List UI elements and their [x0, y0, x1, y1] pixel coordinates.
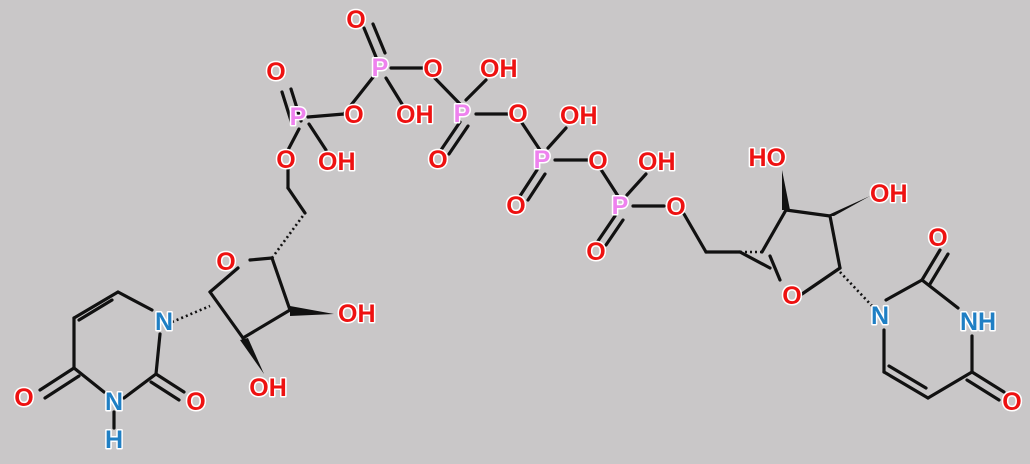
atom-right-n1: N: [871, 302, 889, 330]
bond-p3-o-double-b: [447, 124, 470, 156]
bond-p1-o-ester: [286, 127, 301, 152]
wedge-c3-oh-right: [782, 170, 790, 210]
bond-ring-o-c1: [208, 266, 240, 294]
bond-p4-o-double: [518, 168, 539, 198]
bond-p1-o-double-b: [289, 87, 303, 123]
atom-left-n1: N: [155, 308, 173, 336]
bond-c2-n1: [154, 332, 162, 376]
bond-c4-ring-o: [248, 256, 274, 262]
bond-c3-c4-right: [760, 208, 788, 254]
atom-oh-p5: OH: [638, 148, 676, 176]
bond-n3-c2: [122, 372, 158, 400]
atom-right-oh-3: HO: [749, 144, 787, 172]
atom-p2: P: [372, 54, 389, 82]
bond-o-bridge-p5: [598, 166, 620, 198]
atom-p1: P: [290, 103, 307, 131]
atom-left-ring-o: O: [216, 248, 235, 276]
bond-p1-o-bridge: [306, 112, 346, 119]
bond-c4-o-ring-right: [768, 254, 782, 282]
bond-p4-o-double-b: [526, 172, 547, 202]
atom-o-p1-double: O: [266, 58, 285, 86]
atom-oh-p1: OH: [318, 148, 356, 176]
bond-p5-o-double: [596, 214, 617, 243]
bond-c6-c5: [72, 290, 120, 320]
atom-left-h3: H: [105, 426, 123, 454]
bond-p3-o-double: [439, 120, 462, 152]
bond-c3-c4: [270, 256, 292, 312]
bond-c4-o4-double: [43, 374, 81, 400]
atom-left-o4: O: [14, 384, 33, 412]
wedge-c3-oh: [290, 306, 334, 316]
bond-c4-o4-right: [970, 370, 1006, 394]
bond-c1-c2: [208, 290, 245, 340]
bond-c4-n3: [72, 366, 106, 394]
bond-c2-o2-right: [920, 248, 942, 282]
bond-c4-c5-right: [926, 370, 974, 400]
bond-p5-o-double-b: [604, 218, 625, 247]
atom-o-p5-double: O: [586, 238, 605, 266]
bond-c1-c2-right: [828, 214, 842, 270]
atom-right-n3h: NH: [960, 308, 996, 336]
atom-right-oh-2: OH: [870, 180, 908, 208]
bond-c5-c6-right: [882, 370, 930, 400]
atom-left-o2: O: [186, 388, 205, 416]
bond-p2-o-double-b: [371, 22, 387, 55]
hash-c1-n1-right: [839, 271, 875, 309]
atom-right-o4: O: [1002, 388, 1021, 416]
atom-o-p1-ester: O: [276, 146, 295, 174]
atom-right-ring-o: O: [782, 282, 801, 310]
wedge-c2-oh: [240, 338, 264, 374]
bond-o-bridge-p4: [518, 118, 542, 152]
bond-p3-oh: [464, 78, 488, 102]
bond-o-bridge-p2: [342, 74, 376, 116]
atom-o-p2-double: O: [346, 6, 365, 34]
bond-c2-c3-right: [784, 208, 832, 218]
atom-left-oh-2: OH: [249, 374, 287, 402]
atom-o-p1-bridge: O: [344, 101, 363, 129]
bond-o-ester-c5-right: [682, 212, 708, 254]
atom-label-layer: O P O OH O O P O OH P OH O O P OH O O P …: [13, 5, 1023, 456]
wedge-c2-oh-right: [826, 196, 870, 216]
bond-layer: [38, 22, 1006, 430]
bond-p2-oh: [384, 76, 404, 106]
atom-o-p5-ester: O: [666, 193, 685, 221]
bond-c4-ring-o-right: [738, 250, 772, 270]
atom-left-n3: N: [105, 388, 123, 416]
atom-p4: P: [534, 146, 551, 174]
bond-p1-o-double-a: [280, 90, 294, 126]
hash-c4-c5: [270, 212, 307, 259]
hash-n1-c1: [171, 304, 211, 324]
bond-c5-c6-right-double: [887, 364, 928, 390]
bond-p1-oh: [307, 122, 328, 152]
atom-o-p2-bridge: O: [423, 55, 442, 83]
bond-p4-oh: [546, 126, 568, 150]
bond-c2-c3: [241, 308, 292, 340]
bond-c5-chain: [286, 186, 307, 215]
atom-o-p4-bridge: O: [588, 147, 607, 175]
atom-p5: P: [612, 192, 629, 220]
bond-p2-o-double-a: [362, 26, 378, 59]
bond-c2-o2-right-double: [928, 252, 950, 286]
atom-o-p4-double: O: [506, 192, 525, 220]
atom-oh-p4: OH: [560, 102, 598, 130]
bond-c2-n3-right: [920, 278, 960, 310]
bond-n1-c2-right: [884, 278, 924, 302]
bond-c4-o4: [38, 366, 76, 392]
bond-c2-o2: [154, 372, 186, 394]
atom-p3: P: [454, 100, 471, 128]
bond-n1-c6: [116, 290, 154, 312]
atom-oh-p3: OH: [480, 55, 518, 83]
bond-c2-o2-double: [149, 380, 181, 402]
bond-c4-o4-right-double: [965, 378, 1001, 402]
atom-left-oh-3: OH: [338, 300, 376, 328]
bond-o-bridge-p3: [423, 66, 462, 106]
atom-o-p3-double: O: [428, 146, 447, 174]
atom-right-o2: O: [928, 224, 947, 252]
atom-o-p3-bridge: O: [508, 100, 527, 128]
bond-ring-o-c1-right: [800, 266, 842, 296]
atom-oh-p2: OH: [396, 101, 434, 129]
bond-c6-c5-double: [77, 298, 114, 322]
bond-p5-oh: [625, 172, 648, 197]
